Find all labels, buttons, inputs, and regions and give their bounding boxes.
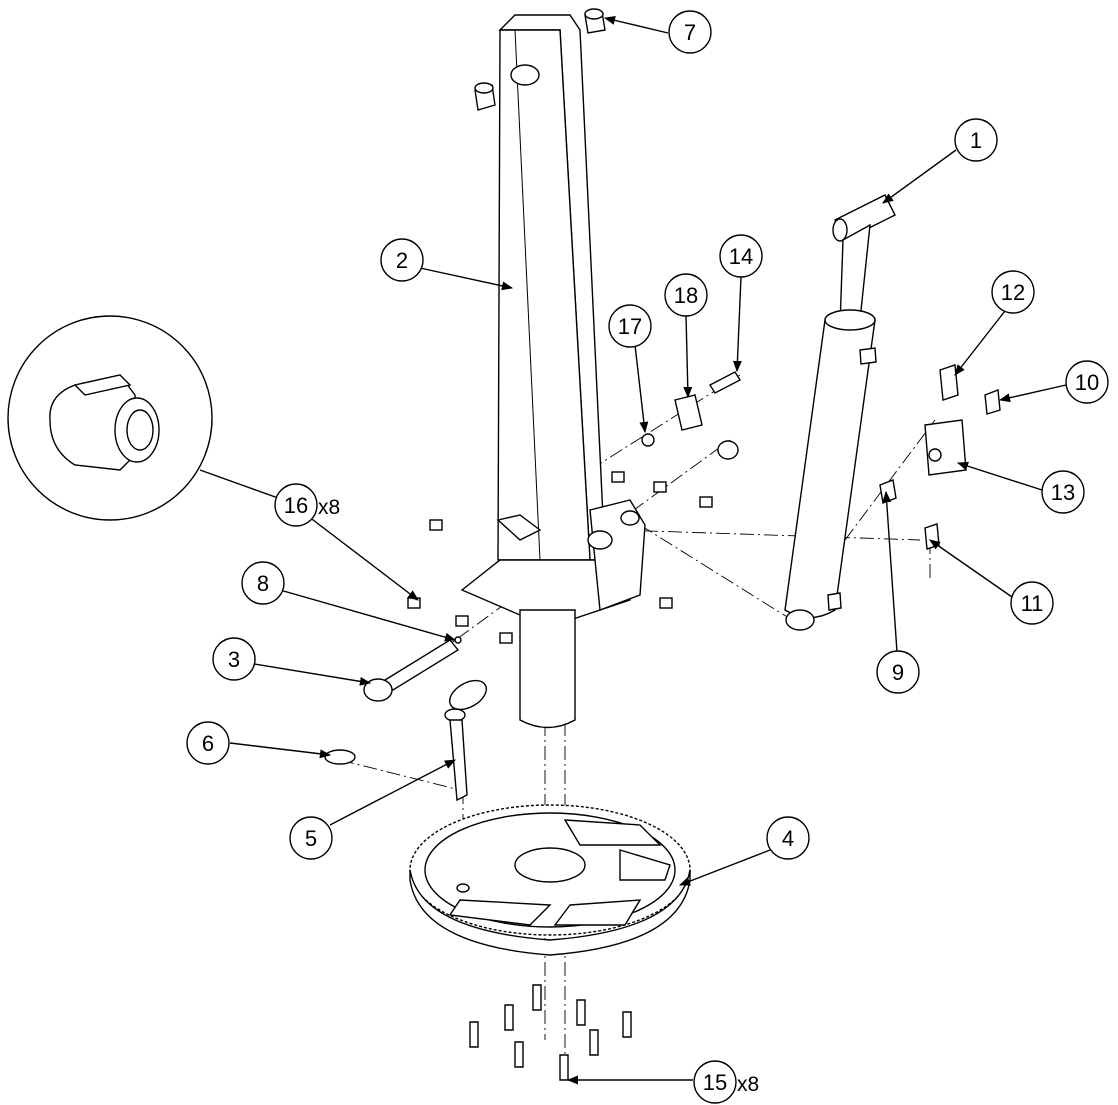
leader-lines	[229, 15, 1067, 1085]
callout-10: 10	[1065, 360, 1109, 404]
callout-3: 3	[212, 637, 256, 681]
callout-1-label: 1	[970, 128, 982, 153]
callout-13: 13	[1041, 470, 1085, 514]
nuts	[407, 471, 713, 644]
callout-4-label: 4	[782, 826, 794, 851]
callout-11: 11	[1010, 581, 1054, 625]
block-assembly	[641, 371, 741, 460]
callout-7-label: 7	[684, 20, 696, 45]
detail-view	[7, 315, 279, 521]
callout-6-label: 6	[202, 731, 214, 756]
hydraulic-cylinder	[784, 194, 896, 631]
slew-gear	[409, 804, 691, 956]
callout-11-label: 11	[1021, 591, 1044, 616]
callout-18-label: 18	[674, 283, 698, 308]
bushing-hole	[510, 64, 540, 86]
column-mast	[460, 14, 646, 729]
callout-12: 12	[991, 270, 1035, 314]
callout-17-label: 17	[618, 314, 642, 339]
lynch-pin	[444, 679, 488, 802]
callout-15-label: 15	[703, 1070, 727, 1095]
bolts	[469, 984, 632, 1081]
callout-8-label: 8	[257, 571, 269, 596]
callout-2: 2	[380, 238, 424, 282]
callout-9-label: 9	[892, 660, 904, 685]
callout-3-label: 3	[228, 647, 240, 672]
callout-9: 9	[876, 650, 920, 694]
callout-14-label: 14	[729, 244, 753, 269]
callout-12-label: 12	[1001, 280, 1025, 305]
callout-2-label: 2	[396, 248, 408, 273]
callout-10-label: 10	[1075, 370, 1099, 395]
callout-16: 16 x8	[274, 483, 340, 527]
pivot-pin	[363, 639, 460, 702]
cotter-small	[454, 636, 462, 644]
callout-4: 4	[766, 816, 810, 860]
callout-13-label: 13	[1051, 480, 1075, 505]
callout-16-label: 16	[284, 493, 308, 518]
callout-15-qty: x8	[737, 1073, 759, 1096]
callout-5: 5	[289, 816, 333, 860]
r-clip	[324, 749, 356, 765]
callout-15: 15 x8	[693, 1060, 759, 1104]
callout-8: 8	[241, 561, 285, 605]
callout-14: 14	[719, 234, 763, 278]
callout-17: 17	[608, 304, 652, 348]
callout-5-label: 5	[305, 826, 317, 851]
valve-assembly	[879, 364, 1001, 550]
callout-1: 1	[954, 118, 998, 162]
callout-18: 18	[664, 273, 708, 317]
bushings	[474, 8, 606, 111]
callout-7: 7	[668, 10, 712, 54]
callout-6: 6	[186, 721, 230, 765]
callout-16-qty: x8	[318, 496, 340, 519]
